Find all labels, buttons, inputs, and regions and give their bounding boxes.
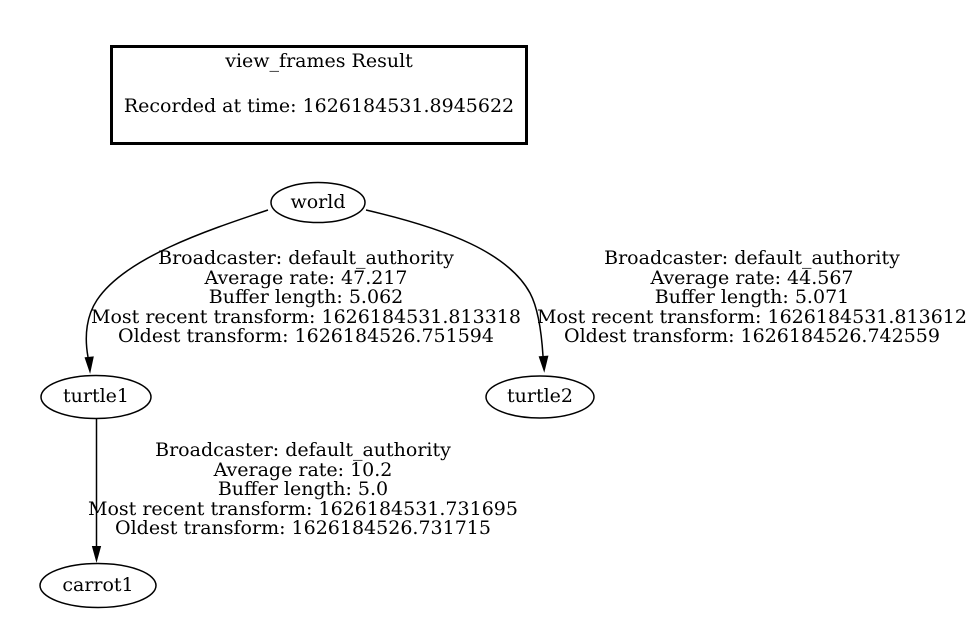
edge-label-world-turtle2: Broadcaster: default_authority Average r… bbox=[522, 247, 980, 347]
edge-world-to-turtle2-path bbox=[365, 209, 544, 357]
edge-world-to-turtle1-path bbox=[85, 209, 269, 358]
node-world-label: world bbox=[290, 191, 346, 213]
node-carrot1-label: carrot1 bbox=[62, 574, 134, 596]
edge-label-line: Buffer length: 5.062 bbox=[208, 286, 404, 308]
edge-label-line: Average rate: 44.567 bbox=[650, 266, 854, 289]
edge-turtle1-to-carrot1-arrowhead bbox=[91, 546, 102, 563]
node-carrot1-ellipse bbox=[39, 562, 157, 609]
edge-label-line: Most recent transform: 1626184531.731695 bbox=[88, 497, 518, 520]
edge-label-line: Buffer length: 5.0 bbox=[217, 478, 389, 500]
edge-label-world-turtle1: Broadcaster: default_authority Average r… bbox=[76, 247, 536, 347]
edge-label-line: Oldest transform: 1626184526.742559 bbox=[564, 325, 940, 347]
edge-label-line: Most recent transform: 1626184531.813318 bbox=[91, 305, 521, 328]
node-turtle1-ellipse bbox=[40, 374, 152, 420]
node-turtle2-ellipse bbox=[485, 375, 595, 419]
title-text: view_frames Result bbox=[225, 50, 413, 72]
edge-label-line: Broadcaster: default_authority bbox=[604, 247, 900, 269]
edge-label-turtle1-carrot1: Broadcaster: default_authority Average r… bbox=[73, 439, 533, 539]
edge-label-line: Broadcaster: default_authority bbox=[158, 247, 454, 269]
edge-world-to-turtle1-arrowhead bbox=[84, 356, 94, 374]
edge-label-line: Broadcaster: default_authority bbox=[155, 439, 451, 461]
node-turtle1-label: turtle1 bbox=[63, 385, 129, 407]
edge-label-line: Buffer length: 5.071 bbox=[654, 286, 850, 308]
edge-label-line: Oldest transform: 1626184526.731715 bbox=[115, 517, 491, 539]
node-turtle2-label: turtle2 bbox=[507, 385, 573, 407]
node-world-ellipse bbox=[270, 181, 366, 224]
edge-label-line: Average rate: 47.217 bbox=[204, 266, 408, 289]
recorded-time-text: Recorded at time: 1626184531.8945622 bbox=[123, 95, 515, 117]
edge-label-line: Oldest transform: 1626184526.751594 bbox=[118, 325, 494, 347]
edge-world-to-turtle2-arrowhead bbox=[538, 355, 549, 373]
edge-label-line: Most recent transform: 1626184531.813612 bbox=[537, 305, 967, 328]
title-box-border bbox=[110, 45, 528, 145]
edge-label-line: Average rate: 10.2 bbox=[213, 458, 393, 481]
